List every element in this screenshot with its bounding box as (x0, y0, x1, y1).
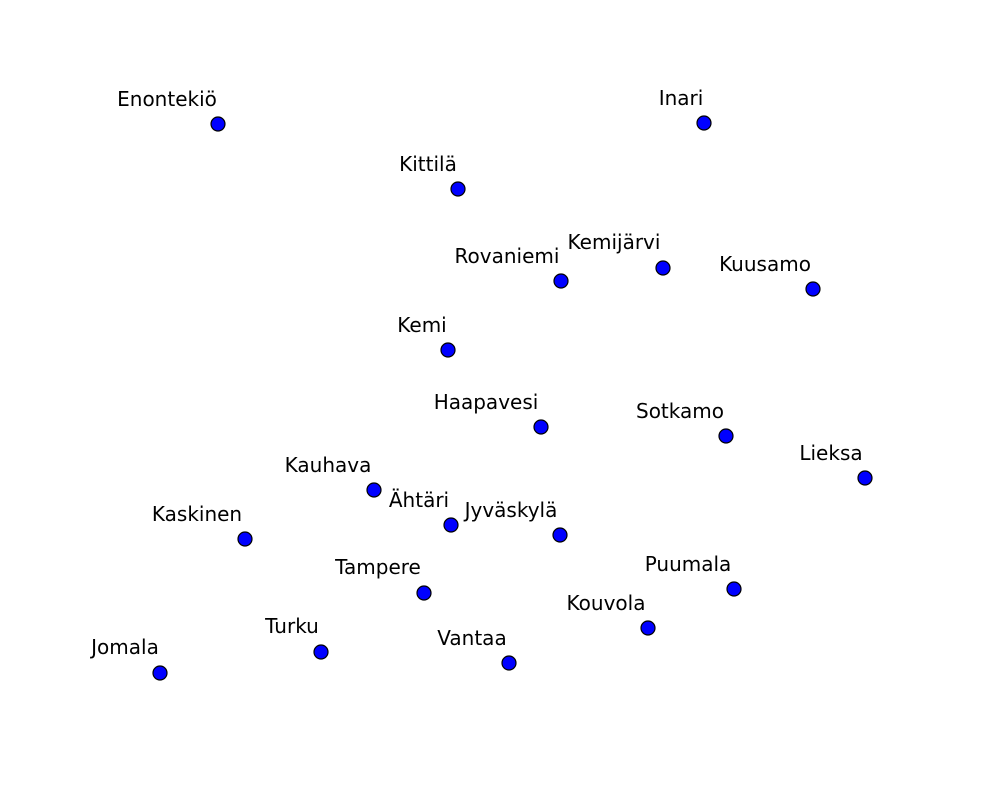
city-marker (640, 620, 656, 636)
city-marker (440, 342, 456, 358)
city-marker (655, 260, 671, 276)
city-marker (552, 527, 568, 543)
city-marker (450, 181, 466, 197)
city-label: Kemi (397, 313, 446, 337)
city-tampere: Tampere (334, 555, 432, 601)
city-kouvola: Kouvola (567, 591, 656, 636)
city-label: Kemijärvi (568, 230, 661, 254)
city-enontekio: Enontekiö (117, 87, 226, 132)
city-marker (696, 115, 712, 131)
city-kauhava: Kauhava (285, 453, 382, 498)
city-lieksa: Lieksa (799, 441, 873, 486)
city-marker (501, 655, 517, 671)
city-label: Rovaniemi (455, 244, 560, 268)
city-marker (443, 517, 459, 533)
city-marker (416, 585, 432, 601)
city-label: Sotkamo (636, 399, 724, 423)
city-label: Haapavesi (434, 390, 539, 414)
city-marker (805, 281, 821, 297)
city-inari: Inari (659, 86, 712, 131)
city-kuusamo: Kuusamo (719, 252, 821, 297)
city-label: Kittilä (399, 152, 457, 176)
city-jomala: Jomala (89, 635, 168, 681)
city-turku: Turku (264, 614, 329, 660)
city-label: Vantaa (437, 626, 506, 650)
city-kaskinen: Kaskinen (152, 502, 253, 547)
city-marker (533, 419, 549, 435)
city-label: Tampere (334, 555, 421, 579)
city-marker (366, 482, 382, 498)
city-marker (857, 470, 873, 486)
city-jyvaskyla: Jyväskylä (463, 498, 568, 543)
city-label: Jomala (89, 635, 159, 659)
city-puumala: Puumala (645, 552, 742, 597)
city-marker (237, 531, 253, 547)
city-marker (718, 428, 734, 444)
city-kemijarvi: Kemijärvi (568, 230, 671, 276)
city-marker (313, 644, 329, 660)
city-label: Jyväskylä (463, 498, 558, 522)
city-label: Turku (264, 614, 319, 638)
city-vantaa: Vantaa (437, 626, 517, 671)
city-marker (210, 116, 226, 132)
city-marker (726, 581, 742, 597)
city-label: Kouvola (567, 591, 646, 615)
city-label: Kuusamo (719, 252, 811, 276)
city-marker (553, 273, 569, 289)
city-kittila: Kittilä (399, 152, 466, 197)
city-marker (152, 665, 168, 681)
city-label: Kauhava (285, 453, 372, 477)
city-haapavesi: Haapavesi (434, 390, 549, 435)
city-label: Kaskinen (152, 502, 242, 526)
city-label: Ähtäri (389, 488, 449, 512)
city-label: Lieksa (799, 441, 862, 465)
city-ahtari: Ähtäri (389, 488, 459, 533)
city-label: Enontekiö (117, 87, 217, 111)
city-label: Puumala (645, 552, 732, 576)
city-kemi: Kemi (397, 313, 456, 358)
city-rovaniemi: Rovaniemi (455, 244, 569, 289)
city-sotkamo: Sotkamo (636, 399, 734, 444)
city-label: Inari (659, 86, 704, 110)
